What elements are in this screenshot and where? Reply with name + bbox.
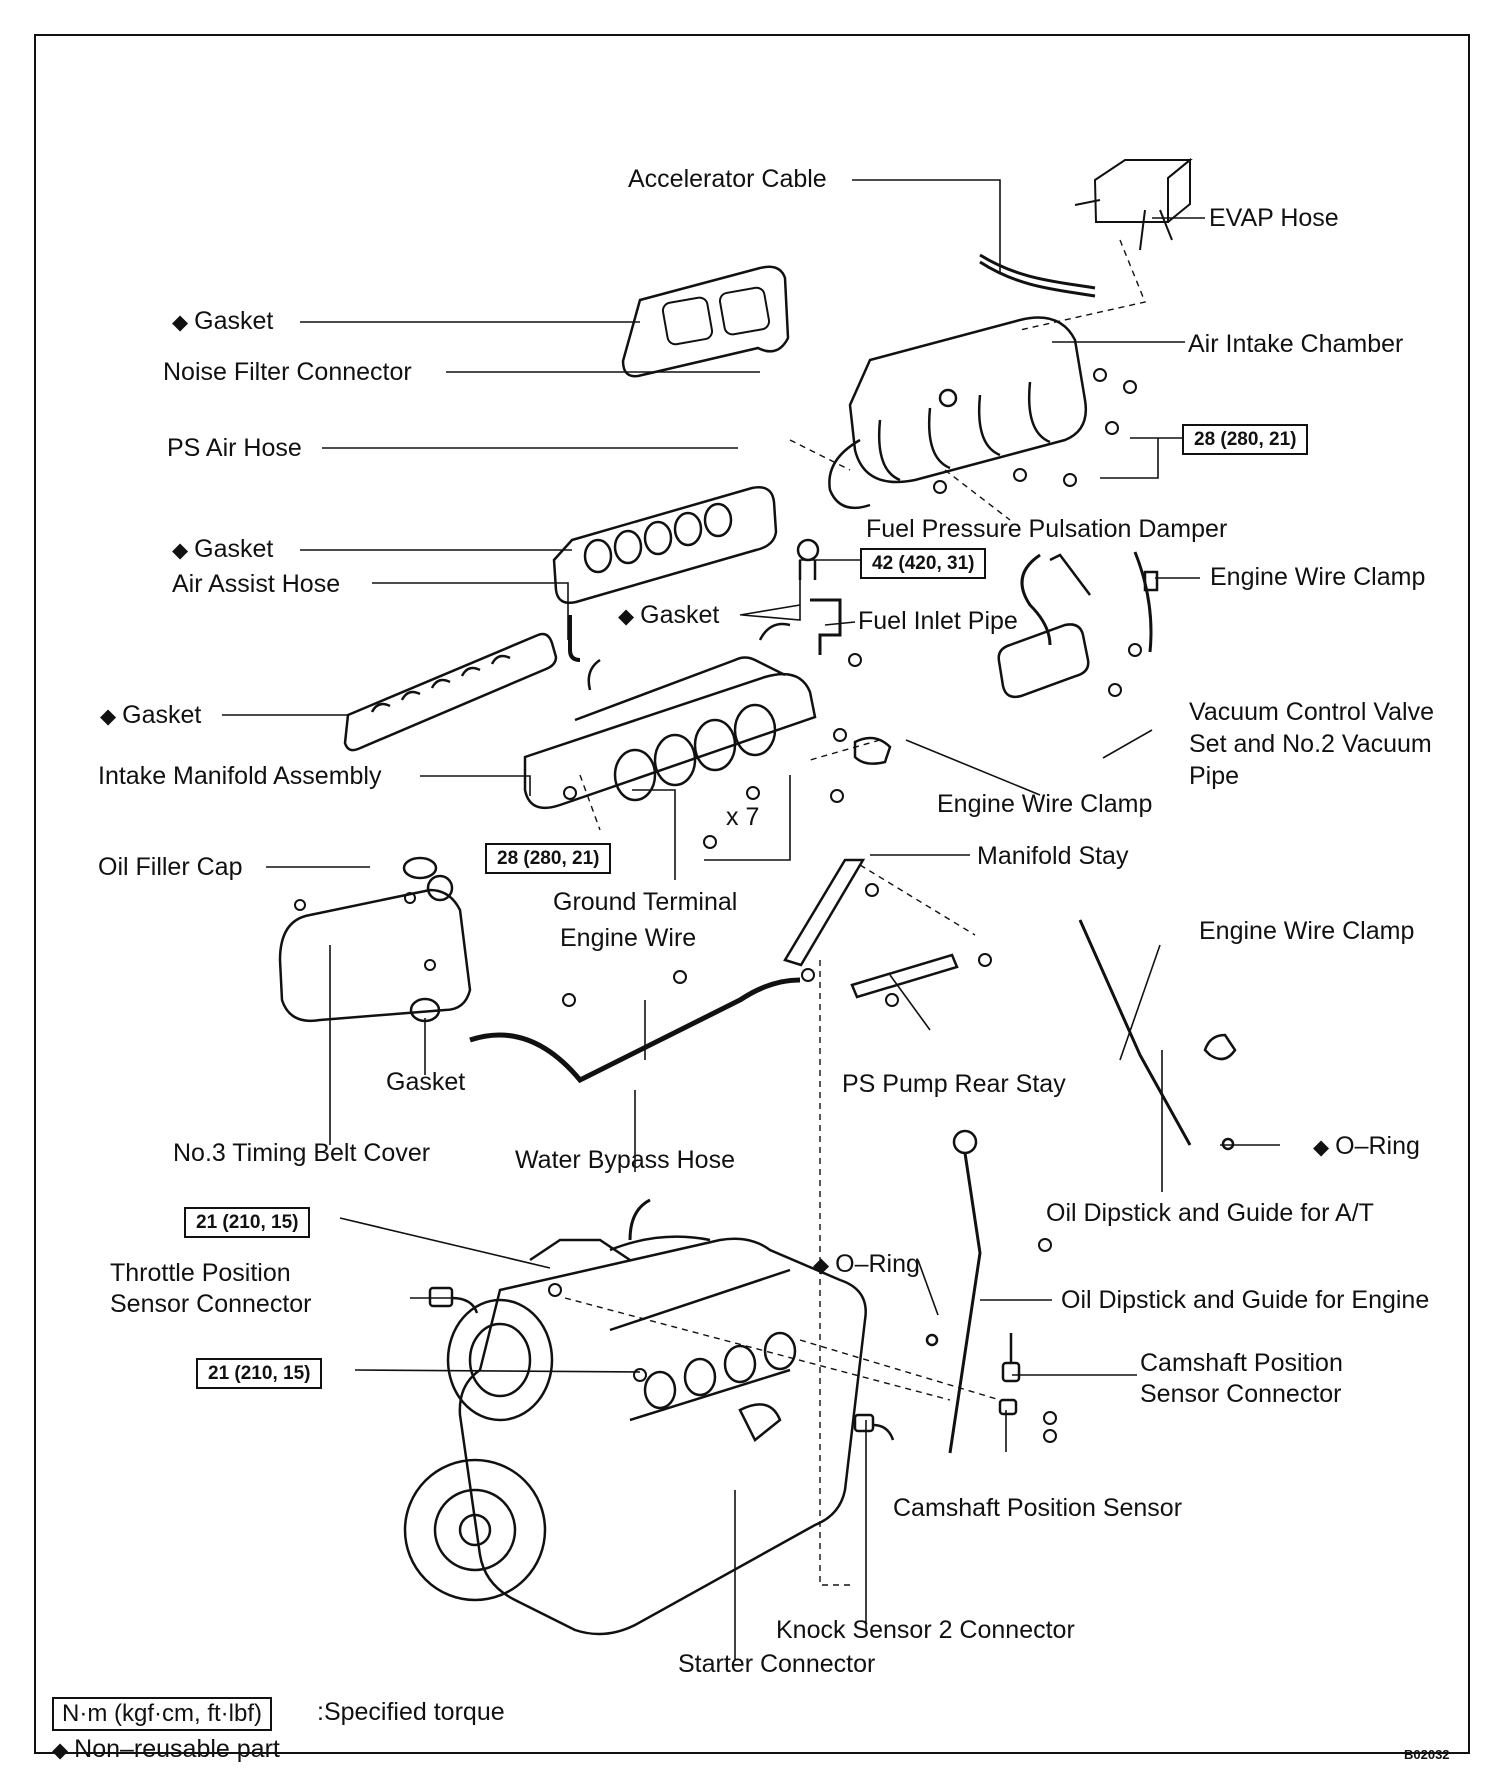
label-fuel-inlet-pipe: Fuel Inlet Pipe — [858, 607, 1018, 635]
label-knock-sensor-2-connector: Knock Sensor 2 Connector — [776, 1616, 1075, 1644]
label-camshaft-position-sensor-connector: Camshaft Position Sensor Connector — [1140, 1349, 1343, 1408]
label-ps-pump-rear-stay: PS Pump Rear Stay — [842, 1070, 1066, 1098]
label-fuel-pressure-pulsation-damper: Fuel Pressure Pulsation Damper — [866, 515, 1228, 543]
label-evap-hose: EVAP Hose — [1209, 204, 1339, 232]
label-oil-dipstick-engine: Oil Dipstick and Guide for Engine — [1061, 1286, 1430, 1314]
label-vacuum-control-valve: Vacuum Control Valve Set and No.2 Vacuum… — [1189, 698, 1435, 790]
engine-wire-clamps — [853, 551, 1237, 1061]
label-water-bypass-hose: Water Bypass Hose — [515, 1146, 735, 1174]
connectors — [428, 1286, 1021, 1441]
nonreusable-marker: ◆ — [618, 605, 635, 628]
torque-box-2: 42 (420, 31) — [860, 548, 987, 579]
label-no3-timing-belt-cover: No.3 Timing Belt Cover — [173, 1139, 431, 1167]
torque-box-1: 28 (280, 21) — [1182, 424, 1309, 455]
label-manifold-stay: Manifold Stay — [977, 842, 1129, 870]
evap-vsv — [1074, 157, 1193, 251]
engine-block — [403, 1235, 867, 1636]
label-engine-wire-clamp-3: Engine Wire Clamp — [1199, 917, 1415, 945]
upper-gasket — [621, 265, 790, 378]
nonreusable-marker: ◆ — [100, 705, 117, 728]
water-bypass-hose — [628, 1198, 651, 1241]
label-throttle-position-sensor-connector: Throttle Position Sensor Connector — [110, 1259, 312, 1318]
label-o-ring-2: ◆O–Ring — [813, 1250, 920, 1278]
oil-filler-cap-shape — [402, 856, 438, 880]
label-engine-wire-clamp-1: Engine Wire Clamp — [1210, 563, 1426, 591]
air-intake-chamber — [828, 316, 1088, 510]
label-o-ring-1: ◆O–Ring — [1313, 1132, 1420, 1160]
timing-belt-cover — [278, 874, 472, 1023]
label-engine-wire: Engine Wire — [560, 924, 697, 952]
label-air-intake-chamber: Air Intake Chamber — [1188, 330, 1404, 358]
diagram-frame — [34, 34, 1470, 1754]
label-x7: x 7 — [726, 803, 760, 831]
label-gasket-5: Gasket — [386, 1068, 466, 1096]
figure-code: B02032 — [1404, 1747, 1450, 1762]
nonreusable-marker: ◆ — [813, 1254, 830, 1277]
label-gasket-1: ◆Gasket — [172, 307, 274, 335]
label-ground-terminal: Ground Terminal — [553, 888, 738, 916]
label-gasket-2: ◆Gasket — [172, 535, 274, 563]
assembly-dashes — [564, 239, 1146, 1586]
oil-dipsticks — [925, 919, 1235, 1454]
label-air-assist-hose: Air Assist Hose — [172, 570, 341, 598]
small-gasket — [409, 997, 441, 1023]
label-starter-connector: Starter Connector — [678, 1650, 876, 1678]
label-oil-filler-cap: Oil Filler Cap — [98, 853, 243, 881]
bolts — [294, 368, 1142, 1443]
nonreusable-marker: ◆ — [172, 539, 189, 562]
label-noise-filter-connector: Noise Filter Connector — [163, 358, 412, 386]
label-intake-manifold-assembly: Intake Manifold Assembly — [98, 762, 382, 790]
nonreusable-marker: ◆ — [1313, 1136, 1330, 1159]
label-gasket-3: ◆Gasket — [618, 601, 720, 629]
nonreusable-marker: ◆ — [172, 311, 189, 334]
torque-box-5: 21 (210, 15) — [196, 1358, 323, 1389]
label-gasket-4: ◆Gasket — [100, 701, 202, 729]
legend-nonreusable: ◆Non–reusable part — [52, 1735, 280, 1763]
label-oil-dipstick-at: Oil Dipstick and Guide for A/T — [1046, 1199, 1374, 1227]
label-ps-air-hose: PS Air Hose — [167, 434, 302, 462]
middle-gasket — [552, 486, 778, 604]
legend-torque-units: N·m (kgf·cm, ft·lbf) — [52, 1697, 272, 1731]
torque-box-4: 21 (210, 15) — [184, 1207, 311, 1238]
leader-lines — [222, 179, 1280, 1660]
label-accelerator-cable: Accelerator Cable — [628, 165, 827, 193]
label-camshaft-position-sensor: Camshaft Position Sensor — [893, 1494, 1183, 1522]
stays — [783, 858, 959, 999]
torque-box-3: 28 (280, 21) — [485, 843, 612, 874]
intake-manifold — [523, 622, 817, 810]
lower-gasket — [343, 632, 558, 752]
label-engine-wire-clamp-2: Engine Wire Clamp — [937, 790, 1153, 818]
vacuum-control-valve — [997, 553, 1091, 699]
accelerator-cable — [979, 253, 1096, 290]
engine-wire-harness — [469, 977, 801, 1084]
nonreusable-marker: ◆ — [52, 1739, 69, 1762]
fuel-inlet-pipe — [796, 538, 842, 655]
air-assist-hose — [568, 615, 581, 662]
legend-torque-desc: :Specified torque — [317, 1698, 505, 1726]
